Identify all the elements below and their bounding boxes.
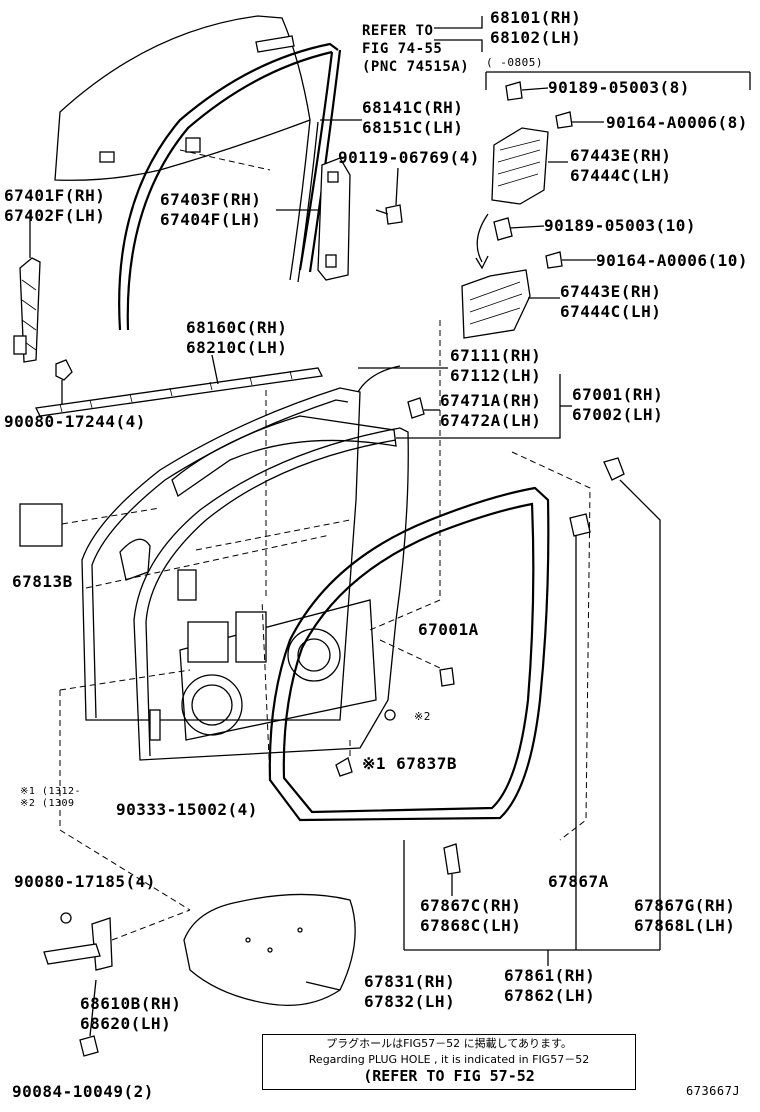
label-67443-b: 67443E(RH)67444C(LH): [560, 282, 662, 321]
figure-id: 673667J: [686, 1084, 741, 1098]
label-mark-2: ※2: [414, 710, 431, 723]
service-cover-upper-drawing: [475, 81, 573, 270]
leader-lines: [29, 16, 751, 991]
label-date-notes: ※1 (1312-※2 (1309: [20, 786, 82, 809]
service-cover-lower-drawing: [461, 269, 531, 339]
label-90164-b: 90164-A0006(10): [596, 251, 748, 270]
label-90080-b: 90080-17185(4): [14, 872, 156, 891]
dashed-guides: [59, 149, 441, 911]
label-68160: 68160C(RH)68210C(LH): [186, 318, 288, 357]
label-90189-b: 90189-05003(10): [544, 216, 696, 235]
pad-67813-drawing: [19, 503, 161, 547]
door-frame-drawing: [133, 427, 409, 761]
label-67867C: 67867C(RH)67868C(LH): [420, 896, 522, 935]
label-date-0805: ( -0805): [486, 56, 543, 69]
inner-belt-drawing: [171, 365, 401, 498]
label-67001A: 67001A: [418, 620, 479, 639]
label-67837: ※1 67837B: [362, 754, 457, 773]
label-67861: 67861(RH)67862(LH): [504, 966, 596, 1005]
belt-moulding-drawing: [35, 354, 323, 417]
label-67867G: 67867G(RH)67868L(LH): [634, 896, 736, 935]
note-line-english: Regarding PLUG HOLE , it is indicated in…: [308, 1053, 590, 1066]
note-line-japanese: プラグホールはFIG57－52 に掲載してあります。: [326, 1037, 572, 1050]
label-67867A: 67867A: [548, 872, 609, 891]
label-68610: 68610B(RH)68620(LH): [80, 994, 182, 1033]
clips-drawing: [335, 397, 625, 875]
door-weatherstrip-drawing: [261, 451, 591, 841]
label-67471: 67471A(RH)67472A(LH): [440, 391, 542, 430]
label-67403: 67403F(RH)67404F(LH): [160, 190, 262, 229]
label-67401: 67401F(RH)67402F(LH): [4, 186, 106, 225]
service-hole-cover-drawing: [183, 893, 356, 1007]
door-check-drawing: [43, 909, 191, 1057]
door-outer-panel-drawing: [81, 387, 361, 721]
label-90164-a: 90164-A0006(8): [606, 113, 748, 132]
glass-run-drawing: [118, 42, 342, 331]
division-bar-drawing: [289, 119, 351, 283]
label-67831: 67831(RH)67832(LH): [364, 972, 456, 1011]
label-67443-a: 67443E(RH)67444C(LH): [570, 146, 672, 185]
label-67111: 67111(RH)67112(LH): [450, 346, 542, 385]
window-regulator-drawing: [13, 225, 41, 363]
label-68101: 68101(RH)68102(LH): [490, 8, 582, 47]
door-glass-drawing: [54, 15, 311, 181]
label-90189-a: 90189-05003(8): [548, 78, 690, 97]
label-67813: 67813B: [12, 572, 73, 591]
label-90119: 90119-06769(4): [338, 148, 480, 167]
label-90333: 90333-15002(4): [116, 800, 258, 819]
label-90080-a: 90080-17244(4): [4, 412, 146, 431]
label-90084: 90084-10049(2): [12, 1082, 154, 1101]
bolt-90119-drawing: [375, 167, 403, 225]
label-68141: 68141C(RH)68151C(LH): [362, 98, 464, 137]
plug-hole-note: プラグホールはFIG57－52 に掲載してあります。 Regarding PLU…: [262, 1034, 636, 1090]
note-line-refer: (REFER TO FIG 57-52: [363, 1067, 535, 1085]
label-67001: 67001(RH)67002(LH): [572, 385, 664, 424]
bolt-90080a-drawing: [55, 359, 73, 410]
